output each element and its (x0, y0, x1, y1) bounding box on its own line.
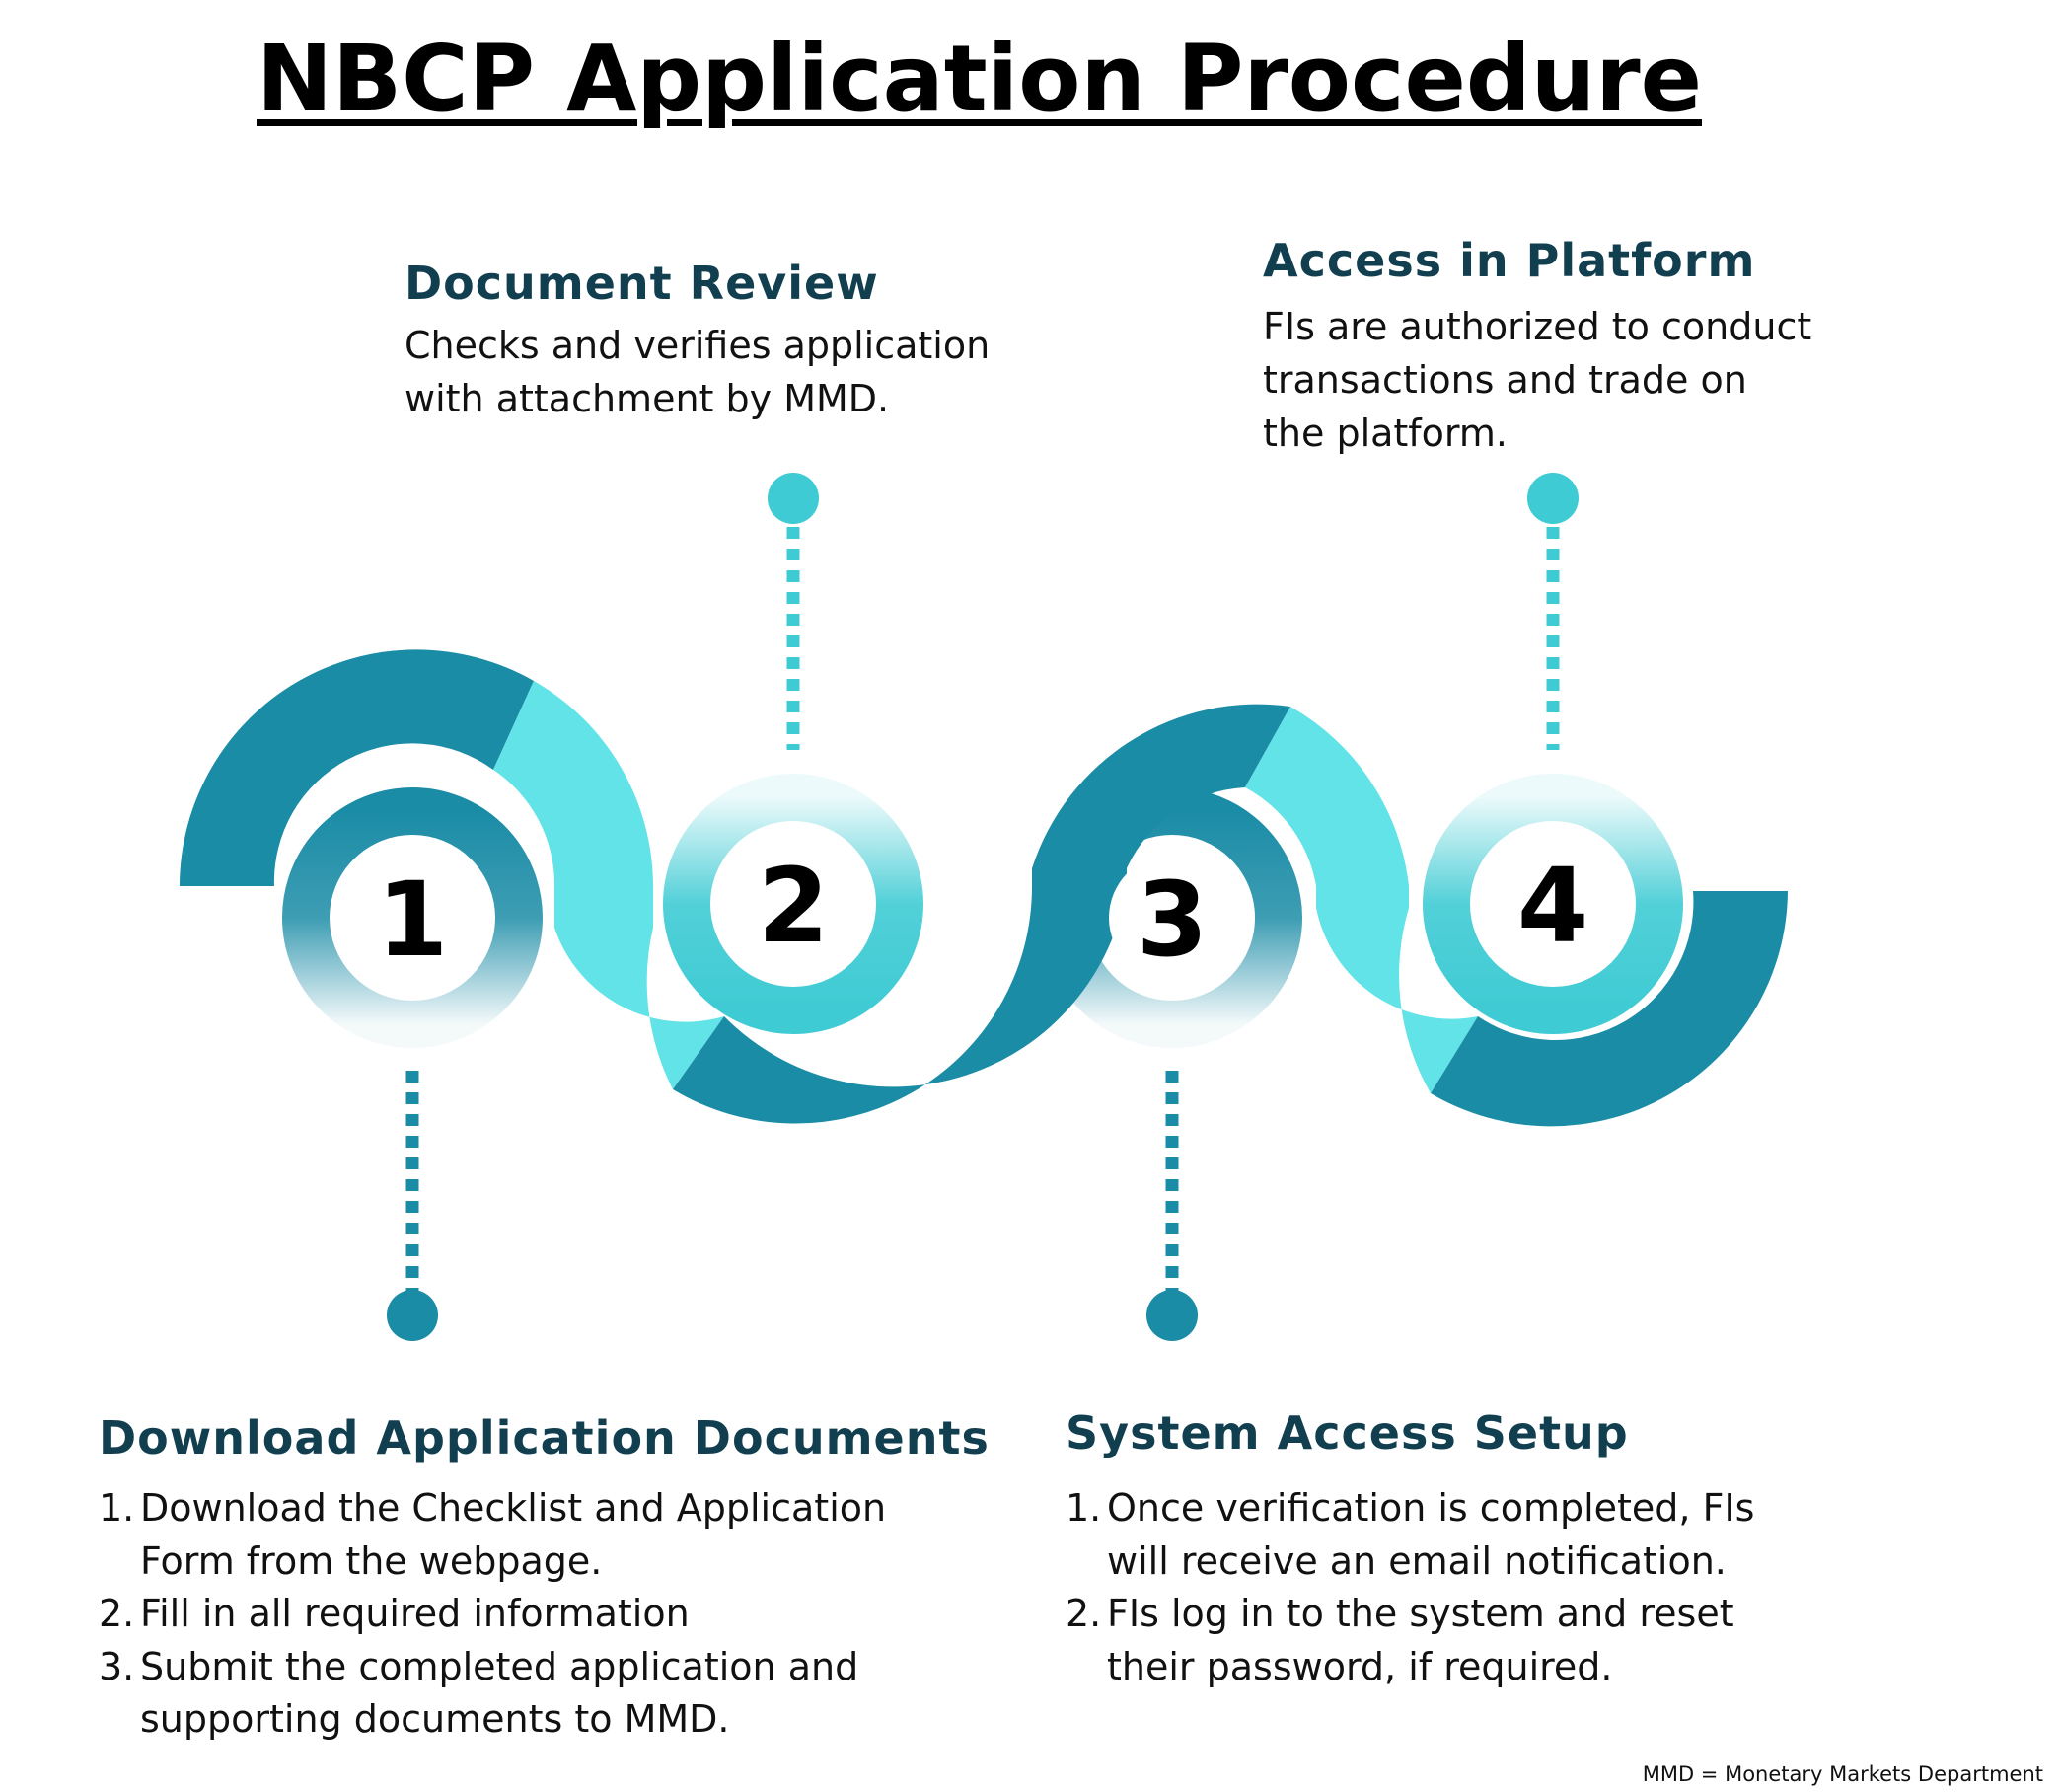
step-badge-4: 4 (1423, 774, 1683, 1034)
connector-dot-4 (1527, 473, 1579, 524)
step-3-item: 1.Once verification is completed, FIs wi… (1066, 1482, 1815, 1588)
wave-segment-4 (1245, 707, 1478, 1093)
step-3-item-marker: 2. (1066, 1592, 1102, 1635)
wave-segment-1 (180, 649, 534, 886)
connector-2 (768, 473, 819, 750)
connector-3 (1146, 1071, 1198, 1341)
step-1-item-marker: 3. (99, 1644, 135, 1688)
connector-dot-3 (1146, 1290, 1198, 1341)
step-3-item-text: FIs log in to the system and reset their… (1107, 1592, 1734, 1688)
step-number-1: 1 (377, 859, 448, 980)
step-1-title: Download Application Documents (99, 1411, 990, 1464)
connector-dot-2 (768, 473, 819, 524)
page-title: NBCP Application Procedure (257, 26, 1702, 131)
step-1-item-text: Submit the completed application and sup… (140, 1644, 859, 1742)
step-number-2: 2 (758, 846, 829, 966)
step-2-title: Document Review (405, 257, 879, 310)
step-number-3: 3 (1137, 859, 1208, 980)
step-1-item-text: Download the Checklist and Application F… (140, 1486, 887, 1583)
step-1-item-text: Fill in all required information (140, 1592, 690, 1635)
step-3-item: 2.FIs log in to the system and reset the… (1066, 1588, 1815, 1693)
step-3-item-marker: 1. (1066, 1486, 1102, 1530)
step-4-description: FIs are authorized to conduct transactio… (1263, 305, 1812, 455)
step-4-title: Access in Platform (1263, 234, 1756, 287)
step-3-title: System Access Setup (1066, 1406, 1629, 1459)
footnote: MMD = Monetary Markets Department (1642, 1762, 2043, 1786)
step-3-list: 1.Once verification is completed, FIs wi… (1066, 1482, 1815, 1693)
connector-4 (1527, 473, 1579, 750)
wave-segment-2 (493, 681, 724, 1089)
step-1-list: 1.Download the Checklist and Application… (99, 1482, 888, 1747)
step-1-item-marker: 2. (99, 1592, 135, 1635)
step-badge-3: 3 (1042, 787, 1302, 1048)
step-1-item: 1.Download the Checklist and Application… (99, 1482, 888, 1588)
step-2-description: Checks and verifies application with att… (405, 324, 991, 420)
step-1-item: 3.Submit the completed application and s… (99, 1641, 888, 1747)
connector-dot-1 (387, 1290, 438, 1341)
step-badge-2: 2 (663, 774, 923, 1034)
step-1-item: 2.Fill in all required information (99, 1588, 888, 1641)
step-3-item-text: Once verification is completed, FIs will… (1107, 1486, 1755, 1583)
connector-1 (387, 1071, 438, 1341)
step-badge-1: 1 (282, 787, 543, 1048)
wave-segment-5 (1431, 891, 1788, 1127)
step-1-item-marker: 1. (99, 1486, 135, 1530)
step-number-4: 4 (1517, 846, 1588, 966)
